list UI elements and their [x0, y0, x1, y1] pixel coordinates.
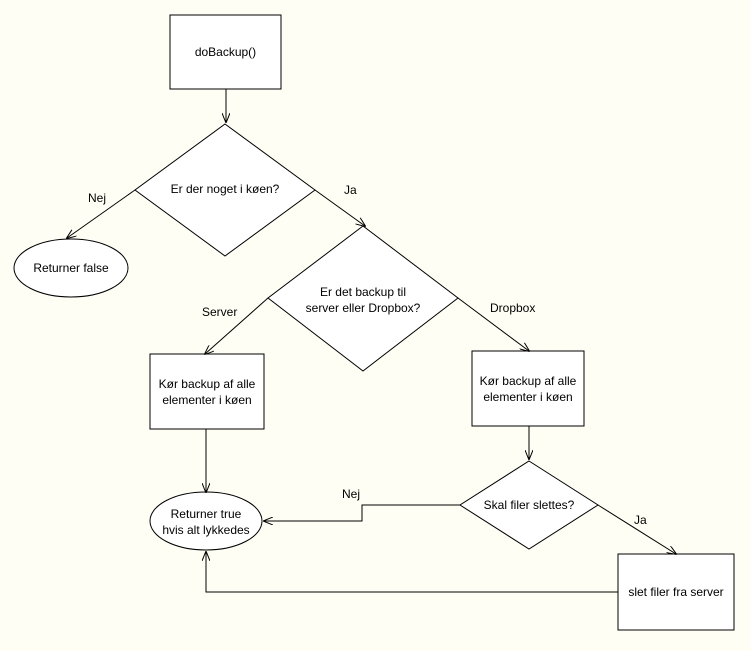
delete-question-label: Skal filer slettes? [483, 498, 575, 512]
edge-queue-yes [314, 189, 365, 226]
edge-delete-files-to-return [206, 552, 618, 593]
edge-dest-dropbox [457, 297, 529, 351]
start-box [169, 14, 282, 90]
delete-files-box [617, 553, 735, 631]
dest-dropbox-label: Dropbox [490, 301, 536, 315]
edge-delete-no [264, 504, 460, 521]
backup-server-box [149, 353, 265, 430]
destination-decision-diamond [267, 225, 459, 372]
delete-files-label: slet filer fra server [628, 585, 724, 599]
return-true-label: Returner true hvis alt lykkedes [162, 507, 250, 537]
backup-dropbox-label: Kør backup af alle elementer i køen [479, 374, 577, 404]
backup-dropbox-box [471, 350, 585, 427]
edge-delete-yes [597, 504, 676, 554]
delete-no-label: Nej [342, 487, 361, 501]
start-label: doBackup() [194, 45, 257, 59]
queue-yes-label: Ja [344, 183, 357, 197]
delete-yes-label: Ja [634, 513, 647, 527]
queue-decision-diamond [134, 123, 316, 257]
delete-decision-diamond [459, 460, 599, 550]
dest-server-label: Server [202, 305, 238, 319]
destination-question-label: Er det backup til server eller Dropbox? [305, 285, 421, 315]
edge-dest-server [205, 297, 269, 354]
return-false-label: Returner false [33, 261, 109, 275]
queue-question-label: Er der noget i køen? [170, 182, 280, 196]
queue-no-label: Nej [88, 191, 107, 205]
backup-server-label: Kør backup af alle elementer i køen [158, 377, 256, 407]
edge-queue-no [67, 189, 136, 238]
